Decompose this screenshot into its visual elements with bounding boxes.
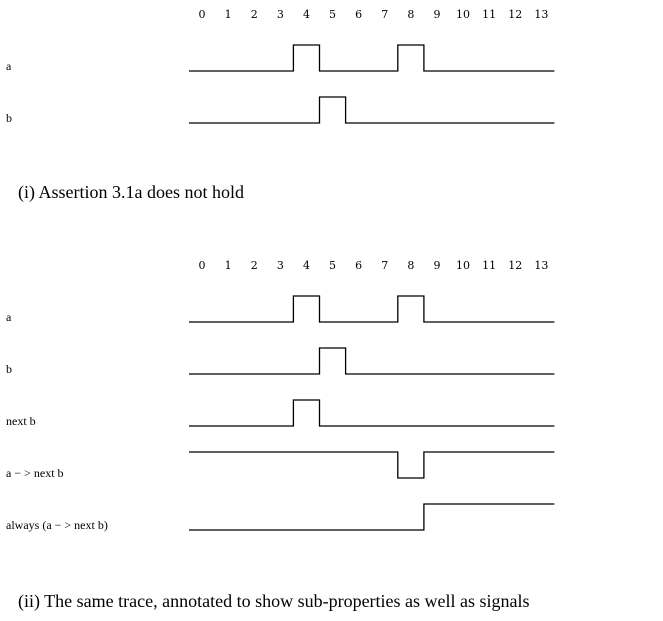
cycle-tick-label: 3 (277, 8, 284, 21)
cycle-tick-label: 4 (303, 8, 310, 21)
cycle-tick-label: 13 (534, 259, 548, 272)
cycle-tick-label: 6 (355, 259, 362, 272)
signal-label: always (a − > next b) (6, 518, 108, 532)
signal-waveform (189, 44, 555, 72)
cycle-tick-label: 9 (433, 259, 440, 272)
signal-waveform (189, 399, 555, 427)
cycle-tick-label: 10 (456, 8, 470, 21)
signal-waveform (189, 503, 555, 531)
cycle-tick-label: 6 (355, 8, 362, 21)
cycle-tick-label: 3 (277, 259, 284, 272)
cycle-tick-label: 4 (303, 259, 310, 272)
cycle-tick-label: 8 (407, 8, 414, 21)
cycle-tick-label: 0 (199, 8, 206, 21)
diagram-caption: (ii) The same trace, annotated to show s… (18, 591, 530, 612)
signal-label: a (6, 310, 12, 324)
cycle-tick-label: 1 (225, 8, 232, 21)
signal-waveform (189, 451, 555, 479)
cycle-tick-label: 11 (482, 259, 496, 272)
cycle-tick-label: 7 (381, 259, 388, 272)
signal-waveform (189, 96, 555, 124)
signal-waveform (189, 347, 555, 375)
cycle-tick-label: 8 (407, 259, 414, 272)
cycle-tick-label: 7 (381, 8, 388, 21)
cycle-tick-label: 2 (251, 259, 258, 272)
cycle-tick-label: 0 (199, 259, 206, 272)
signal-label: a − > next b (6, 466, 64, 480)
cycle-tick-label: 10 (456, 259, 470, 272)
cycle-tick-label: 13 (534, 8, 548, 21)
cycle-tick-label: 5 (329, 8, 336, 21)
cycle-tick-label: 11 (482, 8, 496, 21)
signal-label: a (6, 59, 12, 73)
cycle-tick-label: 9 (433, 8, 440, 21)
cycle-tick-label: 12 (508, 8, 522, 21)
signal-label: b (6, 111, 12, 125)
cycle-tick-label: 1 (225, 259, 232, 272)
signal-label: b (6, 362, 12, 376)
cycle-tick-label: 12 (508, 259, 522, 272)
cycle-tick-label: 2 (251, 8, 258, 21)
signal-waveform (189, 295, 555, 323)
signal-label: next b (6, 414, 36, 428)
diagram-caption: (i) Assertion 3.1a does not hold (18, 182, 244, 203)
cycle-tick-label: 5 (329, 259, 336, 272)
